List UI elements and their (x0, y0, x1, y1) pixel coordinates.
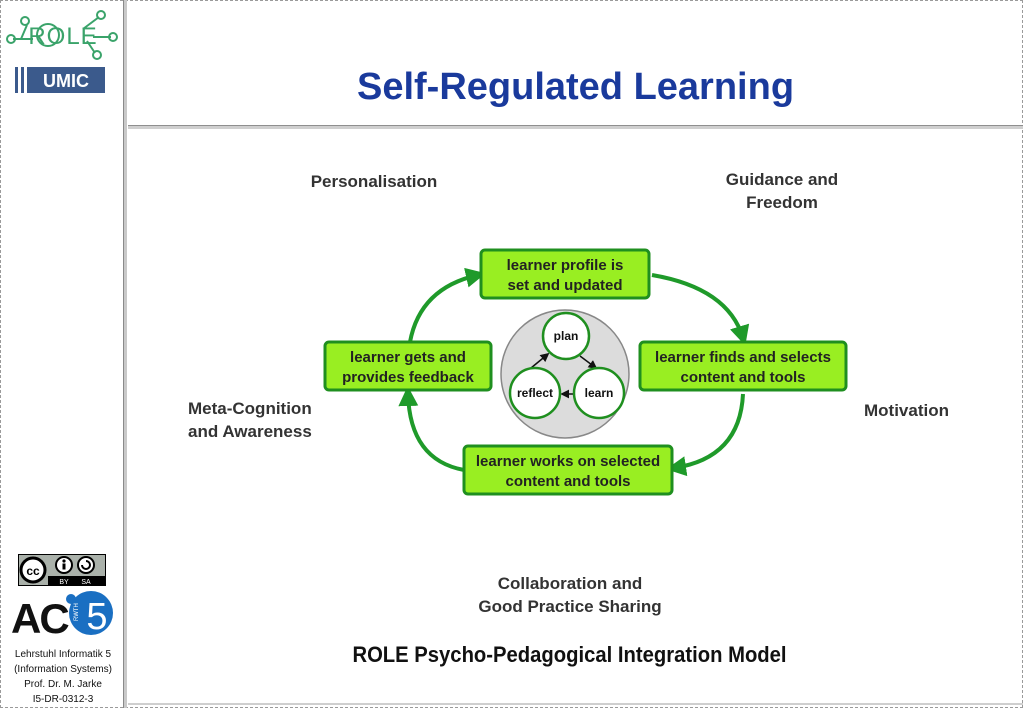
reflect-node (508, 366, 562, 420)
svg-text:RWTH: RWTH (74, 603, 80, 621)
arrow-bottom-to-left (398, 386, 465, 472)
bottom-divider (128, 703, 1023, 705)
footer-line: I5-DR-0312-3 (32, 694, 94, 705)
umic-logo-text: UMIC (43, 71, 89, 91)
role-logo-text: ROLE (28, 23, 97, 50)
svg-text:BY: BY (59, 579, 69, 586)
role-logo: ROLE (6, 10, 118, 60)
box-feedback (323, 340, 493, 392)
learn-label: learn (585, 386, 614, 400)
sidebar: ROLE UMIC cc BY SA AC 5 RWTH Lehrstuhl I… (1, 1, 123, 706)
box-works (462, 444, 674, 496)
footer-line: Prof. Dr. M. Jarke (24, 679, 102, 690)
sidebar-divider (123, 0, 127, 708)
umic-logo: UMIC (15, 67, 105, 93)
learn-node (572, 366, 626, 420)
svg-text:cc: cc (26, 564, 40, 578)
reflect-label: reflect (517, 386, 553, 400)
sa-icon (77, 556, 95, 574)
arrow-right-to-bottom (666, 393, 745, 477)
svg-text:AC: AC (11, 595, 69, 641)
label-personalisation: Personalisation (311, 172, 438, 191)
plan-label: plan (554, 329, 579, 343)
box-finds (638, 340, 848, 392)
title-divider (128, 125, 1023, 129)
slide-caption: ROLE Psycho-Pedagogical Integration Mode… (352, 642, 787, 667)
plan-node (541, 311, 591, 361)
cc-by-sa-badge: cc BY SA (18, 554, 106, 586)
footer-info: Lehrstuhl Informatik 5 (Information Syst… (3, 647, 123, 707)
box-profile (479, 248, 651, 300)
cc-icon (19, 556, 47, 584)
svg-text:SA: SA (81, 579, 91, 586)
acis-logo: AC 5 RWTH (11, 591, 113, 641)
footer-line: Lehrstuhl Informatik 5 (14, 649, 112, 660)
slide-title: Self-Regulated Learning (356, 66, 795, 108)
svg-text:5: 5 (86, 596, 107, 638)
arrow-top-to-right (651, 273, 750, 346)
arrow-left-to-top (408, 267, 486, 343)
footer-line: (Information Systems) (14, 664, 112, 675)
label-motivation: Motivation (864, 401, 949, 420)
